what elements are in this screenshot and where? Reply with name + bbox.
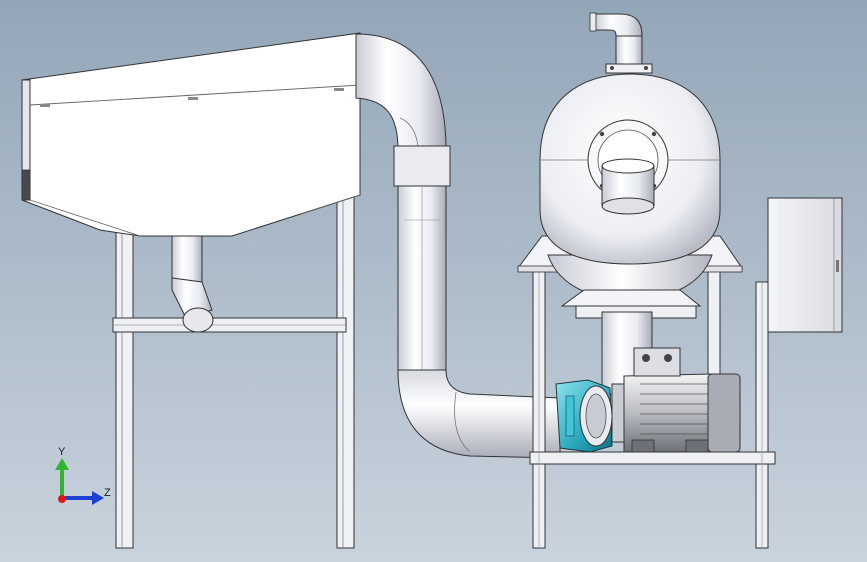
outlet-elbow[interactable] [589, 12, 653, 74]
electric-motor[interactable] [611, 347, 741, 453]
lower-elbow[interactable] [397, 369, 561, 459]
coordinate-triad: Y Z [55, 446, 111, 505]
x-axis-marker [58, 495, 66, 503]
drop-pipe[interactable] [171, 231, 214, 333]
z-axis-label: Z [104, 487, 111, 499]
y-axis-label: Y [58, 446, 66, 458]
blower-fan[interactable] [555, 379, 613, 453]
duct-elbow[interactable] [355, 33, 447, 151]
hopper[interactable] [21, 32, 361, 237]
vertical-duct[interactable] [393, 145, 451, 377]
y-axis-arrowhead [55, 458, 69, 470]
control-cabinet[interactable] [767, 197, 843, 333]
z-axis-arrowhead [92, 491, 104, 505]
